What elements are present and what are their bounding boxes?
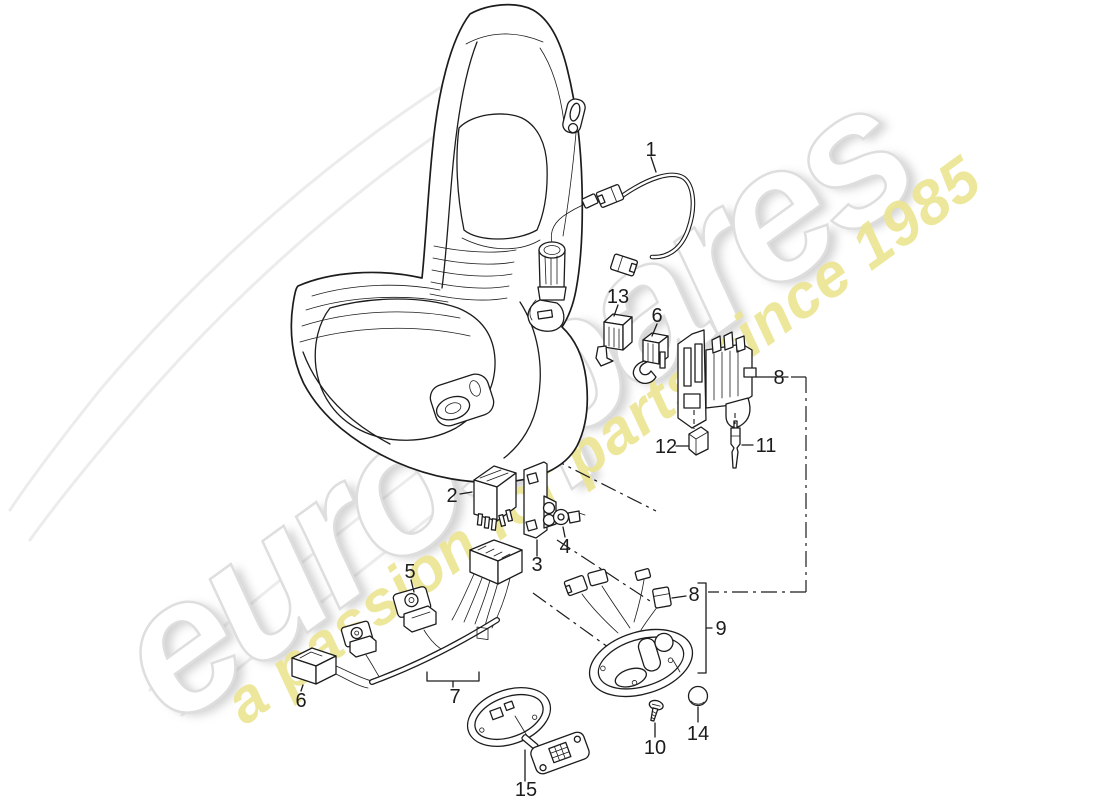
seat-illustration [290,3,599,484]
callout-7: 7 [449,686,460,708]
callout-11: 11 [756,435,777,457]
seat-motor [527,193,599,332]
callout-3: 3 [531,554,542,576]
seat-cushion [299,284,541,459]
callout-14: 14 [687,723,709,745]
part-10-screw [648,699,664,722]
part-7-harness [365,539,523,685]
harness-switch [340,620,377,658]
callout-9: 9 [715,618,726,640]
callout-5: 5 [404,561,415,583]
part-11-fuse-puller [730,420,741,469]
part-2-relay [473,465,517,531]
callout-2: 2 [446,485,457,507]
callout-15: 15 [515,779,537,800]
part-6-connector [291,647,373,689]
part-4-bulb [552,508,586,526]
part-12-cap [688,426,709,456]
callout-12: 12 [655,436,677,458]
callout-8-lower: 8 [688,584,699,606]
part-8-connector [652,586,672,609]
callout-8-upper: 8 [773,367,784,389]
part-3-bracket [523,461,557,539]
part-15-switch [466,687,590,775]
belt-guide [562,98,586,134]
part-5-switch [392,586,437,633]
callout-4: 4 [559,536,570,558]
part-14-cap [687,685,709,707]
callout-6-upper: 6 [651,305,662,327]
part-8-fuse-holder [677,329,757,429]
part-1-cable [595,172,696,277]
callout-labels: 1 2 3 4 5 6 6 7 8 8 9 10 11 12 13 14 15 [295,139,784,800]
leader-lines [300,156,789,782]
callout-1: 1 [645,139,656,161]
part-13-relay [595,313,633,367]
callout-10: 10 [644,737,666,759]
callout-6-lower: 6 [295,690,306,712]
switch-recess [429,373,495,427]
seat-backrest [429,33,565,301]
callout-13: 13 [607,286,629,308]
part-9-switch-assembly [563,568,694,698]
part-6-relay [632,332,669,384]
